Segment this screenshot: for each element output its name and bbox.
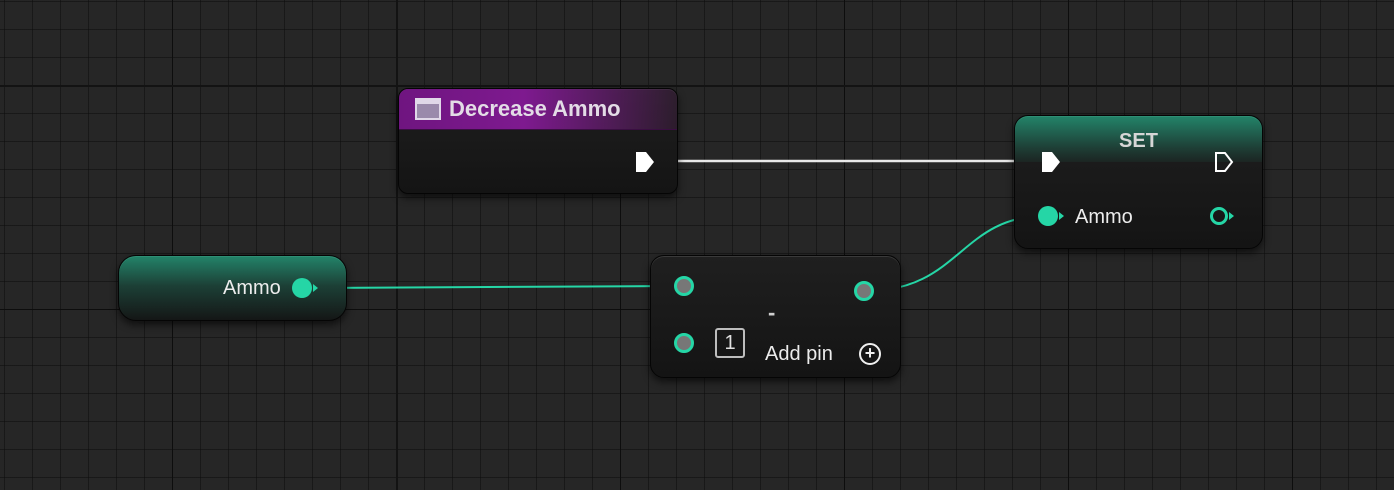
ammo-get-node[interactable]: Ammo [118,255,347,321]
set-ammo-label: Ammo [1075,206,1133,228]
event-node-decrease-ammo[interactable]: Decrease Ammo [398,88,678,194]
subtract-output-pin[interactable] [854,281,874,301]
ammo-get-label: Ammo [223,277,281,299]
pin-arrow-icon [1229,212,1234,220]
exec-in-pin-icon[interactable] [1039,150,1063,174]
event-node-title: Decrease Ammo [449,96,621,121]
pin-arrow-icon [313,284,318,292]
ammo-get-output-pin[interactable] [292,278,312,298]
subtract-input-a-pin[interactable] [674,276,694,296]
set-node-header: SET [1015,116,1262,162]
subtract-node[interactable]: 1 - Add pin + [650,255,901,378]
ammo-output-pin[interactable] [1210,207,1228,225]
add-pin-plus-icon[interactable]: + [859,343,881,365]
subtract-operator-label: - [768,300,776,325]
subtract-literal-input[interactable]: 1 [715,328,745,358]
set-node-title: SET [1119,130,1158,152]
ammo-to-subtract-wire[interactable] [311,285,679,289]
set-node[interactable]: SET Ammo [1014,115,1263,249]
exec-out-pin-icon[interactable] [1212,150,1236,174]
event-icon [415,98,441,120]
event-node-header: Decrease Ammo [399,89,677,130]
exec-out-pin-icon[interactable] [633,150,657,174]
subtract-input-b-pin[interactable] [674,333,694,353]
ammo-input-pin[interactable] [1038,206,1058,226]
pin-arrow-icon [1059,212,1064,220]
add-pin-label[interactable]: Add pin [765,343,833,365]
